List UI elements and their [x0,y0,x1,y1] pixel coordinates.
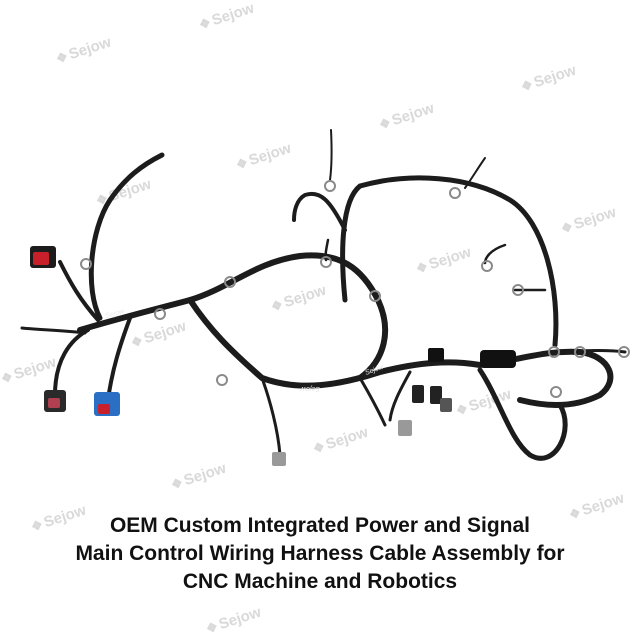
caption-line-1: OEM Custom Integrated Power and Signal [109,514,531,537]
cable-top-tip [329,129,333,181]
cable-right-loop [477,367,568,461]
cable-left-low [53,328,90,397]
caption-line-3: CNC Machine and Robotics [182,570,458,593]
cable-center-down2 [358,376,387,427]
cable-label: Sejow [105,308,126,320]
cable-main-trunk [77,252,389,381]
cable-top-small [292,191,347,232]
cable-label: Sejow [300,385,320,392]
red-connector [30,246,56,268]
cable-left-branch [58,260,100,322]
cable-center-down3 [388,370,412,422]
cable-left-low2 [106,316,132,402]
cable-left-terminal [20,326,87,335]
cable-right-terminal [558,349,627,354]
cable-center-down [260,376,282,457]
ring-terminals [80,180,630,398]
product-caption: OEM Custom Integrated Power and Signal M… [0,512,640,596]
grey-connector [44,390,66,412]
blue-connector [94,392,120,416]
cable-top-loop [340,175,559,348]
cable-top-right-tip [464,157,486,189]
cable-left-arch [88,152,165,321]
cable-center-top [324,238,330,262]
inline-connector [272,348,516,466]
caption-line-2: Main Control Wiring Harness Cable Assemb… [75,542,565,565]
